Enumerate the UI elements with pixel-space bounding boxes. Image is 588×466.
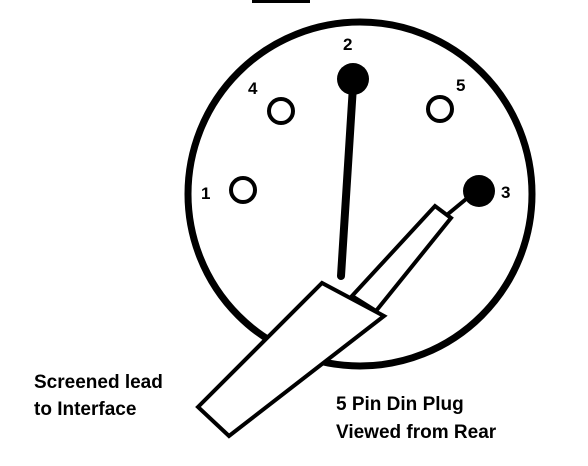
pin-4-hole (267, 97, 295, 125)
plug-caption-line-2: Viewed from Rear (336, 422, 497, 443)
pin-4-label: 4 (248, 79, 258, 98)
plug-caption-line-1: 5 Pin Din Plug (336, 394, 464, 415)
pin-2-solder-point (337, 63, 369, 95)
pin-5-label: 5 (456, 76, 465, 95)
pin-2-label: 2 (343, 35, 352, 54)
pin-1-label: 1 (201, 184, 210, 203)
plug-body-outline (184, 18, 536, 370)
cable-caption-line-1: Screened lead (34, 372, 163, 393)
clipped-text-remnant (252, 0, 310, 3)
cable-inner-insulation (348, 203, 454, 314)
pin-3-label: 3 (501, 183, 510, 202)
core-wire (337, 82, 357, 280)
cable-caption-line-2: to Interface (34, 399, 136, 420)
pin-3-solder-point (463, 175, 495, 207)
pin-1-hole (229, 176, 257, 204)
cable-outer-sheath (195, 280, 388, 439)
pin-5-hole (426, 95, 454, 123)
